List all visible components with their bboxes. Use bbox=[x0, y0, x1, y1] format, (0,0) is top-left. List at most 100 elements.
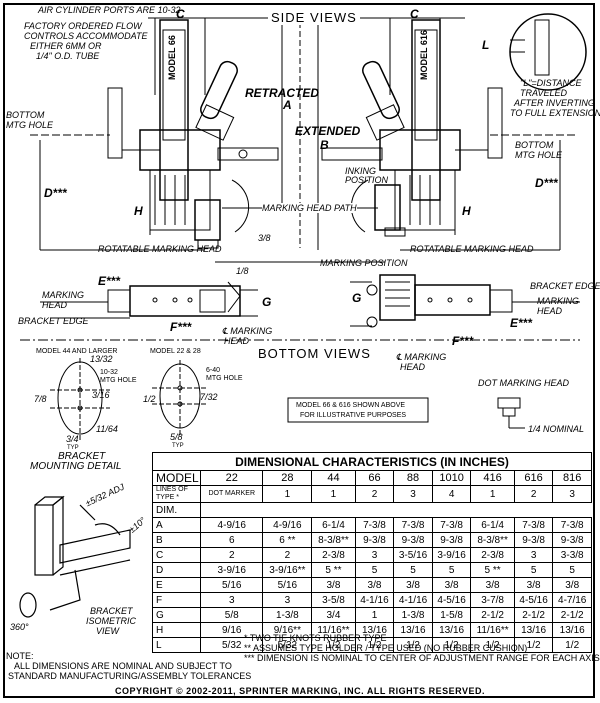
table-cell: 5 bbox=[354, 562, 395, 578]
model-66-label: MODEL 66 bbox=[167, 35, 177, 80]
bracket-edge-left: BRACKET EDGE bbox=[18, 316, 89, 326]
marking-head-right-2: HEAD bbox=[537, 306, 563, 316]
dot-marking-head-label: DOT MARKING HEAD bbox=[478, 378, 570, 388]
dim-row-label: B bbox=[152, 532, 201, 548]
table-cell: 3/8 bbox=[393, 577, 433, 593]
dim-7-8: 7/8 bbox=[34, 394, 47, 404]
table-cell: 11/16** bbox=[470, 622, 515, 638]
l-note-4: TO FULL EXTENSION bbox=[510, 108, 600, 118]
flow-note-4: 1/4" O.D. TUBE bbox=[36, 51, 100, 61]
dim-d-right: D*** bbox=[535, 176, 558, 190]
bottom-mtg-right-2: MTG HOLE bbox=[515, 150, 563, 160]
model-416: 416 bbox=[470, 470, 515, 486]
table-cell: 8-3/8** bbox=[311, 532, 356, 548]
dim-3-8: 3/8 bbox=[258, 233, 271, 243]
table-cell: 3/4 bbox=[311, 607, 356, 623]
dim-3-4: 3/4 bbox=[66, 434, 79, 444]
lines-28: 1 bbox=[262, 485, 313, 503]
bottom-mtg-left-2: MTG HOLE bbox=[6, 120, 54, 130]
table-cell: 5 bbox=[513, 562, 554, 578]
table-cell: 3/8 bbox=[470, 577, 515, 593]
note-line-1: ALL DIMENSIONS ARE NOMINAL AND SUBJECT T… bbox=[14, 661, 232, 671]
table-cell: 6 ** bbox=[262, 532, 313, 548]
table-cell: 1/2 bbox=[393, 637, 433, 653]
dim-e-left: E*** bbox=[98, 274, 121, 288]
lines-816: 3 bbox=[552, 485, 592, 503]
model-44: 44 bbox=[311, 470, 356, 486]
table-cell: 5/16 bbox=[199, 577, 264, 593]
bottom-view-left bbox=[40, 281, 258, 319]
model-816: 816 bbox=[552, 470, 592, 486]
dim-l: L bbox=[482, 38, 490, 52]
table-cell: 2-3/8 bbox=[470, 547, 515, 563]
dim-13-32: 13/32 bbox=[90, 354, 113, 364]
footnote-1: * TWO TIE KNOTS RUBBER TYPE bbox=[244, 633, 387, 643]
table-cell: 8-3/8** bbox=[470, 532, 515, 548]
footnote-3: *** DIMENSION IS NOMINAL TO CENTER OF AD… bbox=[244, 653, 600, 663]
bracket-detail-title-2: MOUNTING DETAIL bbox=[30, 461, 122, 472]
table-cell: 3-5/8 bbox=[311, 592, 356, 608]
bracket-isometric-drawing bbox=[19, 495, 131, 618]
table-cell: 6 bbox=[199, 532, 264, 548]
table-cell: 3 bbox=[262, 592, 313, 608]
dimensional-table: DIMENSIONAL CHARACTERISTICS (IN INCHES) … bbox=[152, 452, 592, 653]
table-cell: 3/8 bbox=[311, 577, 356, 593]
illustrative-note-box bbox=[287, 397, 429, 423]
dim-d-left: D*** bbox=[44, 186, 67, 200]
bracket-edge-right: BRACKET EDGE bbox=[530, 281, 600, 291]
table-cell: 1-3/8 bbox=[262, 607, 313, 623]
model-22: 22 bbox=[199, 470, 264, 486]
table-cell: 5 bbox=[393, 562, 433, 578]
table-cell: 5 bbox=[552, 562, 592, 578]
table-cell: 7-3/8 bbox=[354, 517, 395, 533]
bottom-view-right bbox=[350, 274, 580, 328]
table-cell: 3/8 bbox=[354, 577, 395, 593]
table-cell: 3-7/8 bbox=[470, 592, 515, 608]
dim-c-left: C bbox=[176, 7, 185, 21]
marking-head-path-label: MARKING HEAD PATH bbox=[262, 203, 357, 213]
table-cell: 7-3/8 bbox=[393, 517, 433, 533]
table-cell: 5 ** bbox=[470, 562, 515, 578]
lines-1010: 4 bbox=[431, 485, 472, 503]
mtg-6-40-2: MTG HOLE bbox=[206, 375, 243, 382]
dim-7-32: 7/32 bbox=[200, 392, 218, 402]
lines-416: 1 bbox=[470, 485, 515, 503]
l-note-2: TRAVELED bbox=[520, 88, 568, 98]
dim-h-right: H bbox=[462, 204, 471, 218]
iso-title-3: VIEW bbox=[96, 626, 120, 636]
table-cell: 9-3/8 bbox=[354, 532, 395, 548]
dim-row-label: H bbox=[152, 622, 201, 638]
table-cell: 13/16 bbox=[393, 622, 433, 638]
table-cell: 13/16 bbox=[513, 622, 554, 638]
bracket-mounting-detail bbox=[50, 358, 208, 440]
table-cell: 3-5/16 bbox=[393, 547, 433, 563]
note-label: NOTE: bbox=[6, 651, 34, 661]
table-cell: 3/8 bbox=[552, 577, 592, 593]
bottom-views-title: BOTTOM VIEWS bbox=[258, 346, 371, 361]
bottom-mtg-left-1: BOTTOM bbox=[6, 110, 45, 120]
iso-title-1: BRACKET bbox=[90, 606, 133, 616]
cl-marking-head-right-1: ℄ MARKING bbox=[396, 352, 447, 362]
mtg-10-32-2: MTG HOLE bbox=[100, 377, 137, 384]
cl-marking-head-left-2: HEAD bbox=[224, 336, 250, 346]
drawing-border bbox=[3, 3, 595, 698]
table-cell: 9-3/8 bbox=[513, 532, 554, 548]
table-cell: 2-1/2 bbox=[552, 607, 592, 623]
retracted-label: RETRACTED bbox=[245, 86, 319, 100]
quarter-nominal-label: 1/4 NOMINAL bbox=[528, 424, 585, 434]
lines-616: 2 bbox=[513, 485, 554, 503]
table-cell: 3-9/16** bbox=[262, 562, 313, 578]
dim-row-label: G bbox=[152, 607, 201, 623]
table-cell: 3-9/16 bbox=[431, 547, 472, 563]
table-cell: 2-1/2 bbox=[470, 607, 515, 623]
dim-1-8: 1/8 bbox=[236, 266, 249, 276]
table-cell: 7-3/8 bbox=[513, 517, 554, 533]
l-note-1: "L"=DISTANCE bbox=[520, 78, 582, 88]
lines-66: 2 bbox=[354, 485, 395, 503]
dim-e-right: E*** bbox=[510, 316, 533, 330]
